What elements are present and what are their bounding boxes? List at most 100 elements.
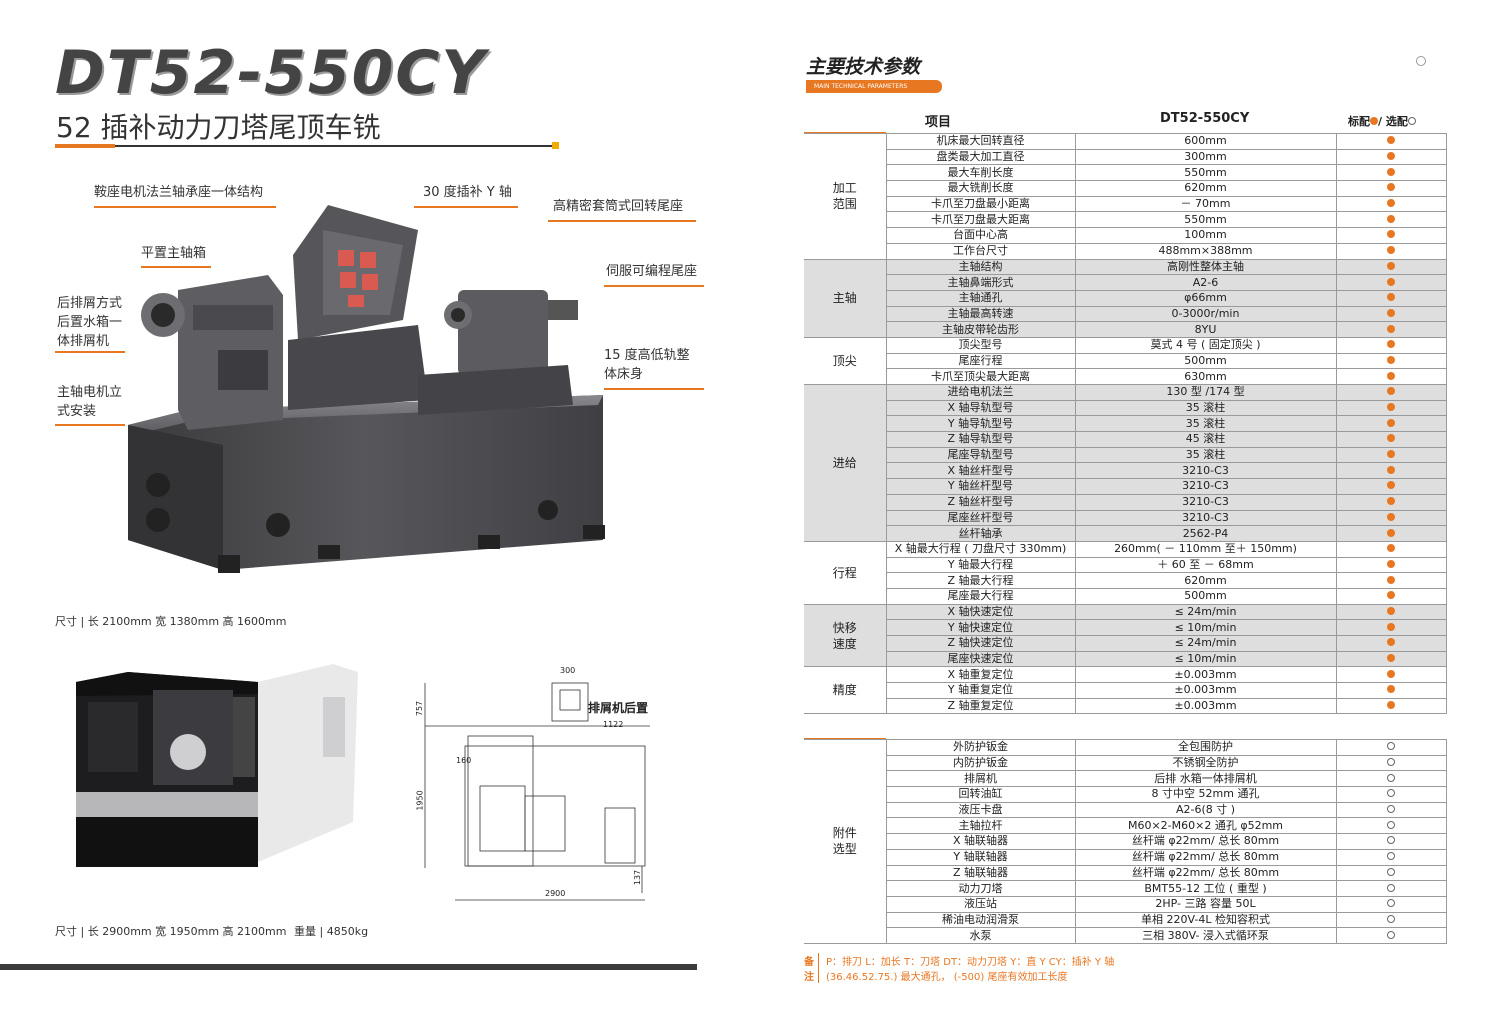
spec-value: ±0.003mm [1074, 682, 1337, 699]
dim-300: 300 [560, 666, 576, 675]
spec-value: 高刚性整体主轴 [1074, 258, 1337, 276]
standard-dot-icon [1387, 481, 1395, 490]
accessory-row: Z 轴联轴器丝杆端 φ22mm/ 总长 80mm [804, 864, 1447, 882]
standard-dot-icon [1387, 230, 1395, 239]
accessory-group-label: 附件 选型 [804, 739, 887, 944]
spec-flag [1335, 587, 1447, 605]
spec-item: 尾座导轨型号 [885, 446, 1076, 464]
standard-dot-icon [1387, 575, 1395, 584]
standard-dot-icon [1387, 403, 1395, 412]
accessory-flag [1335, 880, 1447, 897]
accessory-value: 丝杆端 φ22mm/ 总长 80mm [1074, 848, 1337, 866]
accessory-item: 主轴拉杆 [885, 817, 1076, 835]
spec-item: 卡爪至顶尖最大距离 [885, 368, 1076, 385]
spec-flag [1335, 133, 1447, 150]
spec-value: 620mm [1074, 180, 1337, 197]
accessory-flag [1335, 895, 1447, 913]
spec-value: 550mm [1074, 211, 1337, 229]
spec-item: 主轴皮带轮齿形 [885, 321, 1076, 338]
spec-item: Y 轴最大行程 [885, 556, 1076, 574]
spec-item: 丝杆轴承 [885, 525, 1076, 542]
spec-group-label: 行程 [804, 540, 887, 605]
standard-dot-icon [1387, 606, 1395, 615]
spec-flag [1335, 274, 1447, 291]
page-subtitle: 52 插补动力刀塔尾顶车铣 [56, 111, 381, 144]
optional-dot-icon [1387, 852, 1395, 861]
callout-y-axis: 30 度插补 Y 轴 [423, 185, 512, 200]
spec-value: ＋ 60 至 － 68mm [1074, 556, 1337, 574]
spec-flag [1335, 556, 1447, 574]
standard-dot-icon [1387, 434, 1395, 443]
spec-flag [1335, 180, 1447, 197]
notes-divider [818, 953, 819, 983]
spec-value: 3210-C3 [1074, 478, 1337, 495]
model-title: DT52-550CY [55, 38, 487, 108]
spec-item: 盘类最大加工直径 [885, 148, 1076, 166]
accessory-item: 液压卡盘 [885, 801, 1076, 819]
spec-row: 尾座快速定位≤ 10m/min [804, 650, 1447, 668]
dim-1122: 1122 [603, 720, 624, 729]
callout-line [604, 388, 704, 390]
spec-item: Y 轴快速定位 [885, 619, 1076, 636]
standard-dot-icon [1387, 465, 1395, 474]
spec-item: 进给电机法兰 [885, 384, 1076, 401]
standard-dot-icon [1387, 701, 1395, 710]
accessory-value: 不锈钢全防护 [1074, 754, 1337, 772]
spec-item: 主轴鼻端形式 [885, 274, 1076, 291]
spec-item: 卡爪至刀盘最大距离 [885, 211, 1076, 229]
spec-item: 主轴通孔 [885, 289, 1076, 307]
spec-value: 莫式 4 号 ( 固定顶尖 ) [1074, 336, 1337, 354]
note-line-1: P：排刀 L：加长 T：刀塔 DT：动力刀塔 Y：直 Y CY：插补 Y 轴 [826, 957, 1115, 968]
standard-dot-icon [1387, 418, 1395, 427]
spec-value: 130 型 /174 型 [1074, 384, 1337, 401]
header-model: DT52-550CY [1160, 111, 1250, 126]
spec-flag [1335, 666, 1447, 684]
standard-dot-icon [1387, 450, 1395, 459]
spec-value: 45 滚柱 [1074, 431, 1337, 448]
optional-dot-icon [1387, 758, 1395, 767]
accessory-value: 三相 380V- 浸入式循环泵 [1074, 927, 1337, 944]
spec-value: 550mm [1074, 164, 1337, 182]
spec-item: X 轴最大行程 ( 刀盘尺寸 330mm) [885, 540, 1076, 558]
accessory-flag [1335, 927, 1447, 944]
optional-dot-icon [1387, 836, 1395, 845]
legend-optional: / 选配 [1378, 115, 1408, 128]
standard-dot-icon [1387, 261, 1395, 270]
accessory-flag [1335, 801, 1447, 819]
spec-value: 500mm [1074, 352, 1337, 370]
spec-value: 0-3000r/min [1074, 305, 1337, 323]
standard-dot-icon [1387, 214, 1395, 223]
machine-size: 尺寸 | 长 2100mm 宽 1380mm 高 1600mm [55, 615, 287, 628]
spec-flag [1335, 431, 1447, 448]
standard-dot-icon [1387, 183, 1395, 192]
optional-dot-icon [1407, 117, 1416, 125]
spec-item: 台面中心高 [885, 227, 1076, 244]
callout-line [55, 351, 125, 353]
accessory-row: 排屑机后排 水箱一体排屑机 [804, 770, 1447, 788]
header-item: 项目 [925, 115, 952, 130]
accessory-value: 单相 220V-4L 检知容积式 [1074, 911, 1337, 929]
spec-flag [1335, 258, 1447, 276]
spec-group-label: 快移 速度 [804, 603, 887, 668]
callout-line [548, 220, 696, 222]
spec-item: 主轴最高转速 [885, 305, 1076, 323]
accessory-value: 2HP- 三路 容量 50L [1074, 895, 1337, 913]
optional-dot-icon [1387, 805, 1395, 814]
spec-flag [1335, 289, 1447, 307]
standard-dot-icon [1387, 324, 1395, 333]
accessory-table: 附件 选型外防护钣金全包围防护内防护钣金不锈钢全防护排屑机后排 水箱一体排屑机回… [804, 739, 1447, 944]
